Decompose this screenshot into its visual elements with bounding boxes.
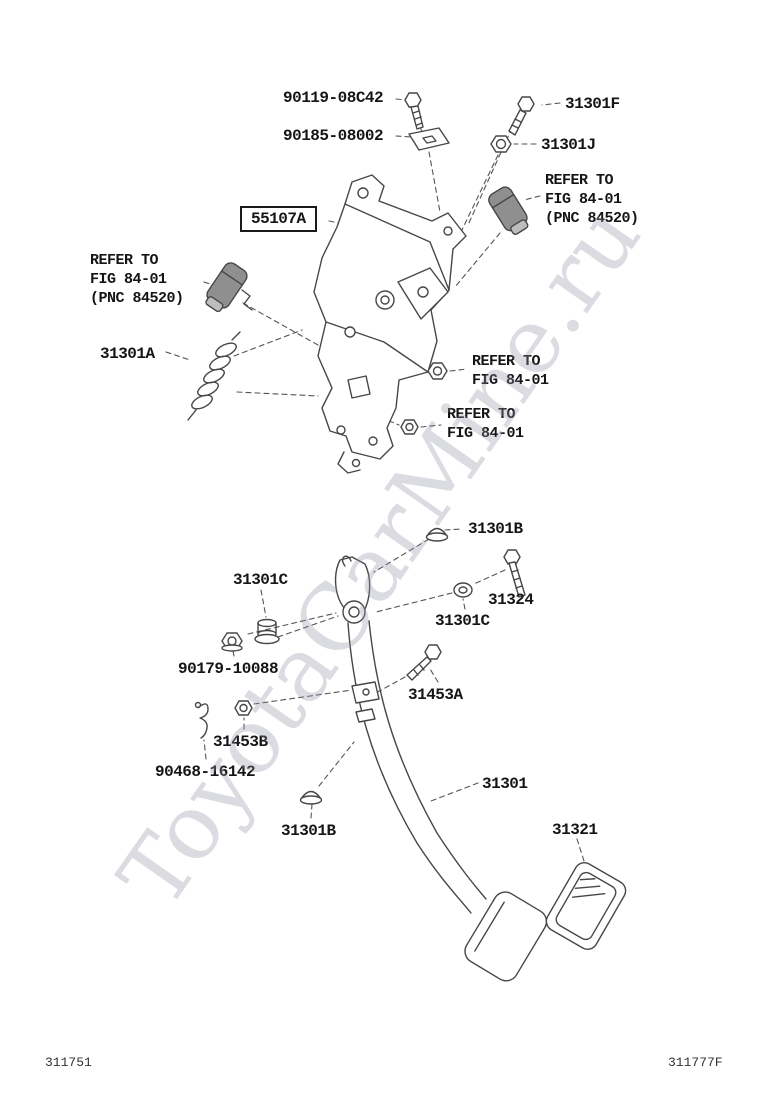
- refer-note-line: FIG 84-01: [472, 372, 549, 389]
- refer-note-line: REFER TO: [545, 172, 614, 189]
- clutch-pedal-drawing: [334, 555, 548, 982]
- refer-note-line: FIG 84-01: [447, 425, 524, 442]
- page-code-right: 311777F: [668, 1055, 723, 1070]
- refer-note-line: FIG 84-01: [90, 271, 167, 288]
- refer-note-mid: REFER TO FIG 84-01: [472, 352, 549, 390]
- refer-note-line: (PNC 84520): [545, 210, 639, 227]
- refer-note-line: REFER TO: [447, 406, 516, 423]
- refer-note-line: REFER TO: [472, 353, 541, 370]
- nut-mid-icon: [427, 362, 448, 380]
- refer-note-low: REFER TO FIG 84-01: [447, 405, 524, 443]
- pedal-pad-31321-icon: [545, 862, 627, 950]
- part-label-31301c-right: 31301C: [435, 612, 490, 630]
- part-label-31324: 31324: [488, 591, 534, 609]
- cap-31301B-upper-icon: [425, 527, 449, 542]
- nut-31453B-icon: [234, 700, 253, 716]
- nut-31301J-icon: [490, 135, 512, 153]
- switch-84520-left-icon: [205, 262, 253, 313]
- part-label-90468-16142: 90468-16142: [155, 763, 256, 781]
- refer-note-line: FIG 84-01: [545, 191, 622, 208]
- bolt-90119-icon: [404, 92, 424, 130]
- page-code-left: 311751: [45, 1055, 92, 1070]
- nut-low-icon: [400, 419, 419, 435]
- clip-90468-icon: [194, 701, 209, 739]
- bushing-31301C-left-icon: [254, 618, 280, 645]
- part-label-90179-10088: 90179-10088: [178, 660, 279, 678]
- part-label-31321: 31321: [552, 821, 598, 839]
- part-label-31301b-lower: 31301B: [281, 822, 336, 840]
- part-label-31301j: 31301J: [541, 136, 596, 154]
- part-label-31453a: 31453A: [408, 686, 463, 704]
- part-label-31301f: 31301F: [565, 95, 620, 113]
- bolt-31324-icon: [503, 549, 526, 598]
- cap-31301B-lower-icon: [299, 790, 323, 805]
- refer-note-left: REFER TO FIG 84-01 (PNC 84520): [90, 251, 184, 308]
- bushing-31301C-right-icon: [453, 582, 473, 598]
- pedal-support-bracket-drawing: [313, 174, 467, 474]
- leader-lines: [165, 98, 586, 865]
- part-label-31453b: 31453B: [213, 733, 268, 751]
- refer-note-line: (PNC 84520): [90, 290, 184, 307]
- part-label-90185-08002: 90185-08002: [283, 127, 384, 145]
- nut-90179-icon: [221, 632, 243, 652]
- part-label-31301c-left: 31301C: [233, 571, 288, 589]
- part-label-31301a: 31301A: [100, 345, 155, 363]
- part-label-55107a: 55107A: [240, 206, 317, 232]
- refer-note-right: REFER TO FIG 84-01 (PNC 84520): [545, 171, 639, 228]
- bolt-31301F-icon: [508, 96, 535, 136]
- part-label-90119-08c42: 90119-08C42: [283, 89, 384, 107]
- spring-31301A-icon: [187, 331, 241, 421]
- part-label-31301: 31301: [482, 775, 528, 793]
- part-label-31301b-upper: 31301B: [468, 520, 523, 538]
- switch-84520-right-icon: [488, 186, 529, 236]
- plate-90185-icon: [408, 127, 450, 151]
- refer-note-line: REFER TO: [90, 252, 159, 269]
- bolt-31453A-icon: [406, 644, 442, 681]
